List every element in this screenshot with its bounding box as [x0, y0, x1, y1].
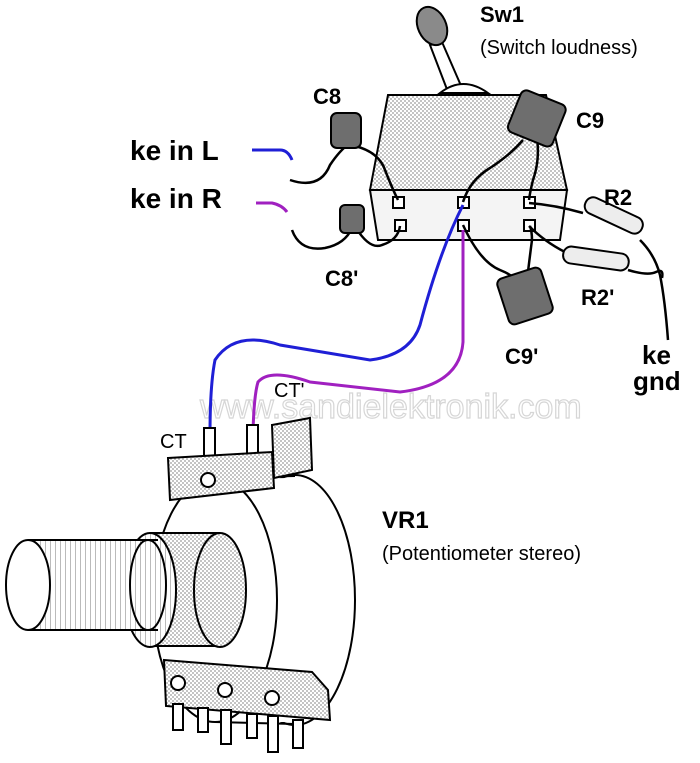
- wire-c8p-right: [354, 225, 402, 248]
- wire-r2p-ground: [627, 268, 664, 279]
- pot-bracket-bottom: [162, 658, 332, 722]
- capacitor-c8p: [339, 204, 365, 234]
- potentiometer-vr1: [5, 416, 356, 753]
- pot-bushing: [193, 532, 247, 648]
- switch-lever-knob: [415, 5, 449, 47]
- pot-pin: [246, 713, 258, 739]
- capacitor-c9: [506, 89, 567, 148]
- switch-lever-base: [437, 83, 492, 94]
- pot-pin: [172, 703, 184, 731]
- pot-pin: [197, 707, 209, 733]
- pot-bracket-hole: [217, 682, 233, 698]
- input-right-label: ke in R: [130, 183, 222, 214]
- pot-pin: [220, 709, 232, 745]
- c8-label: C8: [313, 84, 341, 109]
- wire-input-left-blue: [252, 148, 294, 161]
- pot-bracket-rear: [270, 416, 314, 480]
- wire-r2p-left: [528, 225, 566, 254]
- capacitor-c8: [330, 112, 362, 149]
- pot-shaft-end: [5, 539, 51, 631]
- ground-label-top: ke: [642, 340, 671, 370]
- input-left-label: ke in L: [130, 135, 219, 166]
- pot-name-label: VR1: [382, 507, 429, 534]
- watermark: www.sandielektronik.com: [199, 388, 582, 426]
- switch-description-label: (Switch loudness): [480, 37, 638, 59]
- switch-terminal: [392, 196, 405, 209]
- pot-bracket-hole: [264, 690, 280, 706]
- wire-r2-left: [528, 201, 584, 215]
- wire-r2-ground: [639, 239, 670, 341]
- pot-bracket-hole: [170, 675, 186, 691]
- c9p-label: C9': [505, 344, 538, 369]
- resistor-r2: [583, 196, 644, 235]
- r2-label: R2: [604, 185, 632, 210]
- resistors: [562, 196, 644, 272]
- wire-ct-blue: [208, 204, 465, 436]
- r2p-label: R2': [581, 285, 614, 310]
- resistor-r2p: [562, 245, 630, 272]
- switch-terminal: [523, 219, 536, 232]
- switch-body-front: [368, 189, 569, 241]
- wire-ctp-purple: [251, 230, 465, 433]
- pot-shaft-base: [129, 539, 167, 631]
- ct-label: CT: [160, 431, 187, 453]
- capacitor-c9p: [496, 266, 554, 326]
- pot-bracket-top: [166, 450, 276, 502]
- capacitors: [330, 89, 567, 326]
- switch-terminal: [394, 219, 407, 232]
- c8p-label: C8': [325, 266, 358, 291]
- wire-c9-left: [461, 139, 524, 203]
- ground-label-bottom: gnd: [633, 366, 681, 396]
- pot-pin: [292, 719, 304, 749]
- wire-c8-right: [349, 143, 400, 201]
- switch-name-label: Sw1: [480, 2, 524, 27]
- ctp-label: CT': [274, 380, 304, 402]
- pot-pin: [267, 715, 279, 753]
- wire-input-right-purple: [256, 201, 289, 213]
- pot-bracket-hole: [200, 472, 216, 488]
- pot-description-label: (Potentiometer stereo): [382, 543, 581, 565]
- wire-c9-right: [527, 137, 540, 201]
- wire-c8p-left: [290, 227, 354, 250]
- c9-label: C9: [576, 108, 604, 133]
